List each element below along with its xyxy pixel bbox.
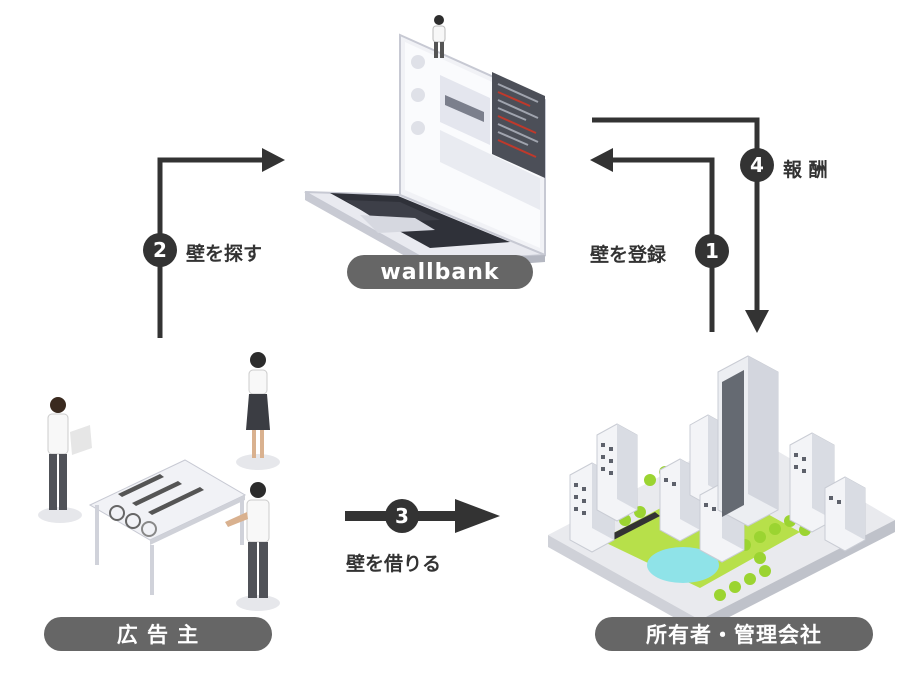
arrow-register-wall <box>610 157 715 332</box>
step-4-badge: 4 <box>740 148 774 182</box>
step-1-badge: 1 <box>695 234 729 268</box>
arrowhead-rent <box>455 499 500 533</box>
step-3-badge: 3 <box>385 499 419 533</box>
arrow-search-wall <box>157 157 265 338</box>
advertiser-label: 広 告 主 <box>44 617 272 651</box>
meeting-table <box>88 459 247 541</box>
arrowhead-search-wall <box>262 148 285 172</box>
park-pond <box>647 547 719 583</box>
owner-label: 所有者・管理会社 <box>595 617 873 651</box>
step-2-badge: 2 <box>143 233 177 267</box>
arrowhead-reward <box>745 310 769 333</box>
platform-label: wallbank <box>347 255 533 289</box>
arrowhead-register-wall <box>590 148 613 172</box>
step-3-text: 壁を借りる <box>346 553 442 575</box>
step-1-text: 壁を登録 <box>590 244 667 266</box>
arrow-reward <box>592 117 760 312</box>
step-2-text: 壁を探す <box>186 243 263 265</box>
step-4-text: 報 酬 <box>783 159 828 181</box>
